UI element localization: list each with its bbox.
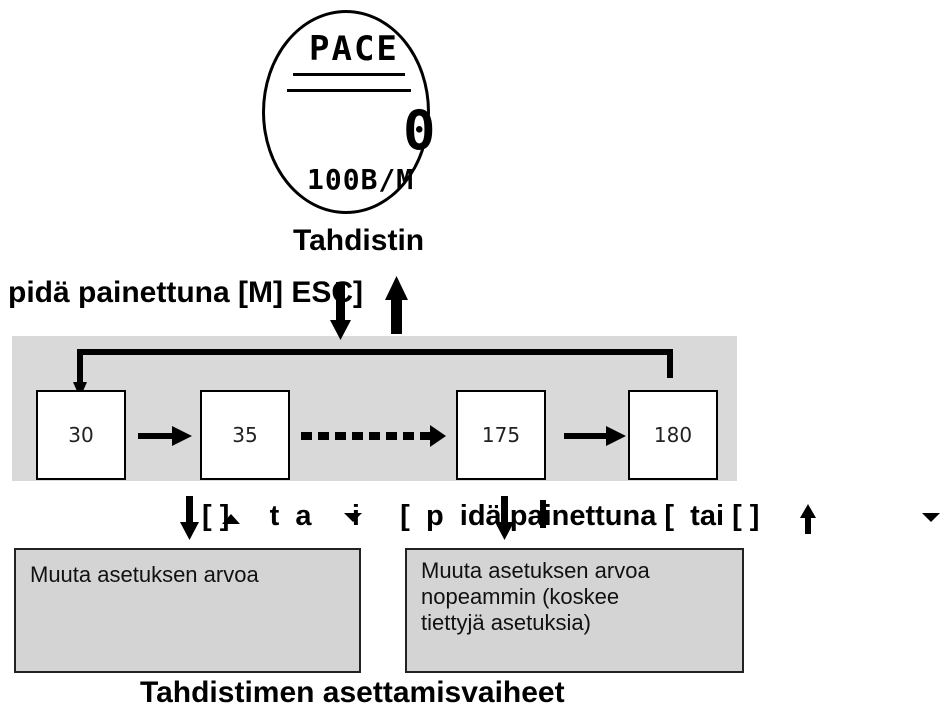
step-box-30: 30 [36,390,126,480]
arrow-right-icon [138,426,192,446]
mode-title: Tahdistin [293,224,425,257]
change-faster-line-1: Muuta asetuksen arvoa [421,558,650,583]
up-arrow-icon [385,276,408,334]
down-arrow-icon [330,282,351,340]
change-value-box: Muuta asetuksen arvoa [14,548,361,673]
down-triangle-icon [344,513,362,522]
watch-line-2: 0 [403,99,436,162]
down-arrow-icon [495,496,514,540]
up-arrow-small-icon [800,504,816,534]
arrow-right-icon [564,426,626,446]
down-triangle-icon [922,513,940,522]
dotted-arrow-right-icon [301,425,446,447]
watch-line-3: 100B/M [307,163,415,196]
step-box-35: 35 [200,390,290,480]
watch-line-1: PACE [309,29,399,69]
bracket-bar [540,500,546,528]
watch-face: PACE 0 100B/M [262,10,436,214]
up-triangle-icon [222,514,240,524]
settings-band [12,336,737,481]
watch-divider-2 [287,89,411,92]
change-value-faster-box: Muuta asetuksen arvoa nopeammin (koskee … [405,548,744,673]
diagram-caption: Tahdistimen asettamisvaiheet [140,676,565,709]
step-box-175: 175 [456,390,546,480]
change-faster-line-3: tiettyjä asetuksia) [421,610,591,635]
step-box-180: 180 [628,390,718,480]
change-faster-line-2: nopeammin (koskee [421,584,620,609]
controls-label: [ ] t a i [ p idä painettuna [ tai [ ] [202,500,760,532]
loop-back-arrow [73,349,673,398]
change-value-text: Muuta asetuksen arvoa [30,562,259,587]
watch-divider-1 [293,73,405,76]
down-arrow-icon [180,496,199,540]
hold-esc-label: pidä painettuna [M] ESC] [8,276,363,309]
